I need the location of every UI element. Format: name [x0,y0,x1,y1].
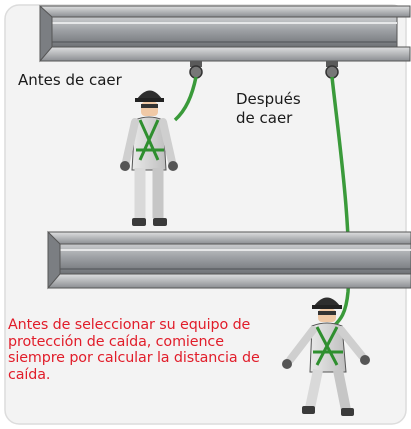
anchor-point-icon [189,61,203,79]
lower-steel-beam [47,230,411,290]
top-steel-beam [39,4,411,63]
standing-worker-figure [120,90,178,226]
paper-frame [4,4,407,425]
anchor-point-icon [325,61,339,79]
fall-distance-warning-text: Antes de seleccionar su equipo de protec… [8,317,260,383]
after-fall-label: Después de caer [236,90,301,127]
lanyard-line [173,76,198,122]
falling-worker-figure [282,297,370,416]
before-fall-label: Antes de caer [18,71,122,89]
